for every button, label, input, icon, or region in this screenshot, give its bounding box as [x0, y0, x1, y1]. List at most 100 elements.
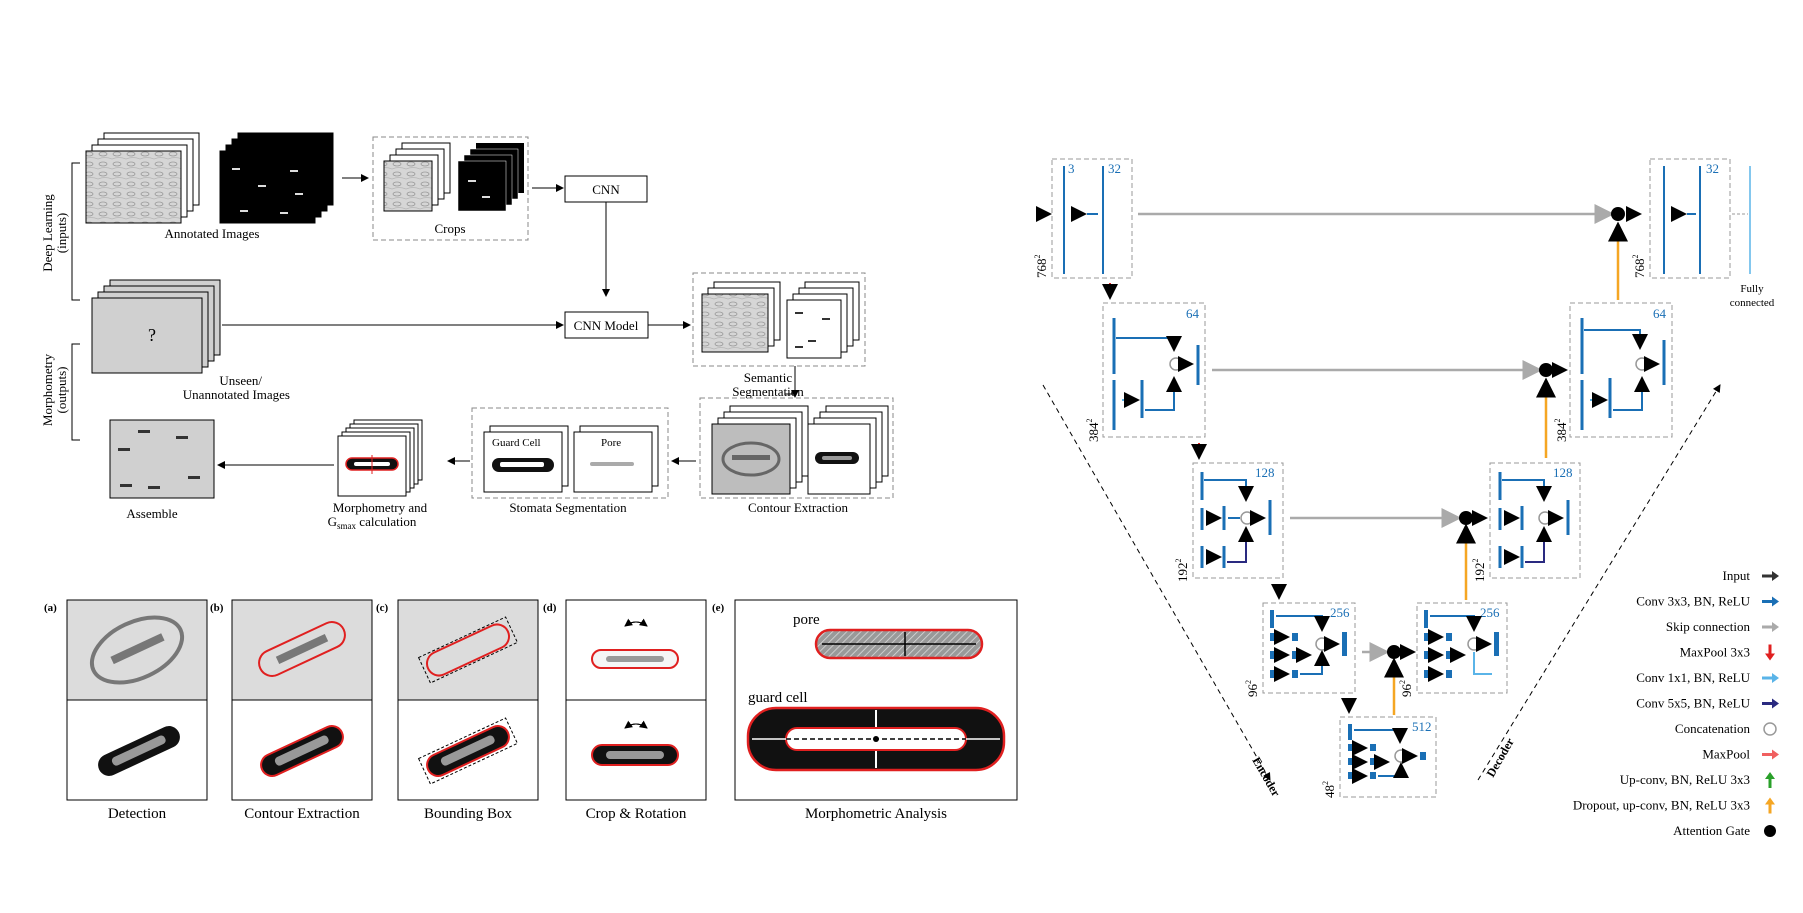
guard-cell-label: Guard Cell	[492, 437, 541, 449]
res-48-left: 482	[1321, 781, 1337, 798]
dec-ch-64: 64	[1653, 306, 1667, 321]
pore-label: Pore	[601, 437, 621, 449]
legend-icon	[1764, 825, 1776, 837]
step-c-image	[397, 599, 539, 701]
morphometry-label-2: Gsmax calculation	[328, 514, 417, 531]
tag-d: (d)	[543, 602, 557, 614]
steps-panel: (a) Detection (b) Contour Extraction (c)…	[44, 599, 1018, 822]
legend-label: Conv 1x1, BN, ReLU	[1636, 670, 1750, 685]
enc-ch-64: 64	[1186, 306, 1200, 321]
morphometry-label-1: Morphometry and	[333, 500, 428, 515]
enc-ch-512: 512	[1412, 719, 1432, 734]
crop-rotation-label: Crop & Rotation	[586, 806, 687, 822]
res-768-right: 7682	[1631, 255, 1647, 279]
enc-block-384	[1102, 302, 1206, 438]
enc96-rows	[1270, 610, 1347, 682]
crops-label: Crops	[434, 221, 465, 236]
unseen-label-1: Unseen/	[219, 373, 262, 388]
semantic-segmentation-box	[692, 272, 866, 367]
res-384-right: 3842	[1553, 419, 1569, 443]
legend-icon	[1762, 622, 1779, 632]
pipeline-panel: Deep Learning (inputs) Morphometry (outp…	[40, 132, 894, 531]
semantic-label-2: Segmentation	[732, 384, 804, 399]
legend-label: Skip connection	[1666, 619, 1751, 634]
tag-c: (c)	[376, 602, 389, 614]
annotated-images-label: Annotated Images	[165, 226, 260, 241]
dec-block-192	[1489, 462, 1581, 579]
semantic-label-1: Semantic	[744, 370, 793, 385]
detection-label: Detection	[108, 806, 167, 822]
tag-e: (e)	[712, 602, 725, 614]
legend-label: MaxPool	[1702, 747, 1750, 762]
dec-block-96	[1416, 602, 1508, 694]
legend-icon	[1762, 673, 1779, 683]
enc-block-192	[1192, 462, 1284, 579]
res-192-right: 1922	[1471, 559, 1487, 583]
dec-ch-256: 256	[1480, 605, 1500, 620]
unknown-mark: ?	[148, 325, 156, 345]
morphometric-analysis-label: Morphometric Analysis	[805, 806, 947, 822]
dec-ch-128: 128	[1553, 465, 1573, 480]
cnn-label: CNN	[592, 182, 620, 197]
morphometry-stack	[337, 419, 423, 497]
legend-label: Conv 3x3, BN, ReLU	[1636, 594, 1750, 609]
annotated-images-stack	[85, 132, 334, 224]
stomata-segmentation-box	[471, 407, 669, 499]
guard-cell-step-label: guard cell	[748, 690, 808, 706]
enc-ch-128: 128	[1255, 465, 1275, 480]
fully-connected-label-1: Fully	[1740, 283, 1764, 295]
cnn-model-label: CNN Model	[574, 318, 639, 333]
crops-box	[372, 136, 529, 241]
res-192-left: 1922	[1174, 559, 1190, 583]
enc-block-96	[1262, 602, 1356, 694]
contour-extraction-label: Contour Extraction	[748, 500, 849, 515]
legend-icon	[1765, 797, 1775, 814]
legend-label: Concatenation	[1675, 721, 1751, 736]
legend-icon	[1762, 749, 1779, 760]
legend-icon	[1762, 571, 1779, 581]
dec-block-384	[1569, 302, 1673, 438]
legend-label: MaxPool 3x3	[1680, 645, 1750, 660]
legend-icon	[1763, 722, 1777, 736]
unet-panel: Encoder Decoder 3 32 7682 64 3842	[1033, 158, 1775, 800]
enc-ch-32: 32	[1108, 161, 1121, 176]
res-384-left: 3842	[1085, 419, 1101, 443]
legend-label: Dropout, up-conv, BN, ReLU 3x3	[1573, 798, 1750, 813]
legend-icon	[1762, 596, 1779, 607]
pore-step-label: pore	[793, 612, 820, 628]
enc-ch-3: 3	[1068, 161, 1075, 176]
dec-block-768	[1649, 158, 1731, 279]
side-outputs-line1: Morphometry	[40, 353, 55, 426]
unseen-images-stack	[91, 279, 221, 374]
decoder-label: Decoder	[1483, 735, 1517, 780]
legend-label: Input	[1723, 568, 1751, 583]
cnn-box	[564, 175, 648, 203]
side-inputs-line2: (inputs)	[54, 213, 69, 253]
encoder-label: Encoder	[1249, 755, 1283, 800]
tag-b: (b)	[210, 602, 224, 614]
legend-label: Conv 5x5, BN, ReLU	[1636, 696, 1750, 711]
side-outputs-line2: (outputs)	[54, 367, 69, 414]
contour-extraction-step-label: Contour Extraction	[244, 806, 360, 822]
enc-ch-256: 256	[1330, 605, 1350, 620]
side-inputs-line1: Deep Learning	[40, 194, 55, 272]
legend-label: Up-conv, BN, ReLU 3x3	[1620, 772, 1750, 787]
bottleneck-block-48	[1339, 716, 1437, 798]
cnn-model-box	[564, 311, 649, 339]
unseen-label-2: Unannotated Images	[183, 387, 290, 402]
legend-icon	[1765, 644, 1775, 661]
res-96-right: 962	[1398, 680, 1414, 697]
contour-extraction-box	[699, 397, 894, 499]
bounding-box-label: Bounding Box	[424, 806, 512, 822]
legend-label: Attention Gate	[1673, 823, 1750, 838]
legend-icon	[1765, 772, 1775, 788]
res-768-left: 7682	[1033, 255, 1049, 279]
fully-connected-label-2: connected	[1730, 297, 1775, 309]
assemble-label: Assemble	[126, 506, 178, 521]
res-96-left: 962	[1244, 680, 1260, 697]
legend-icon	[1762, 698, 1779, 709]
enc-block-768	[1051, 158, 1133, 279]
